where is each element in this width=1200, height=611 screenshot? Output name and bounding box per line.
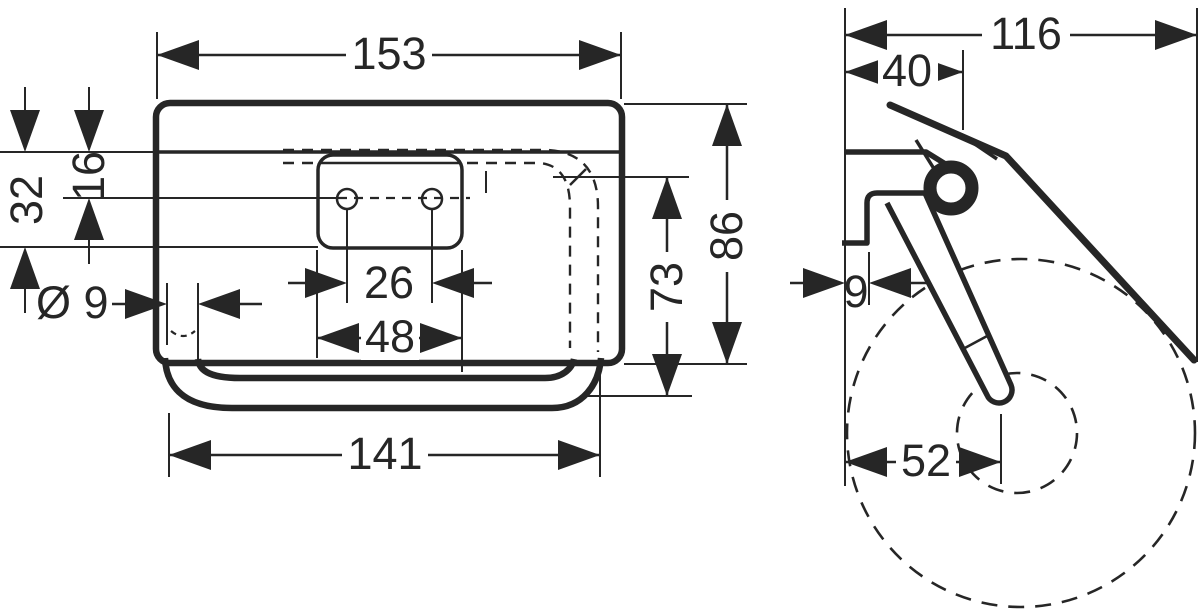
hinge-clamp-left <box>914 139 938 173</box>
arrowhead <box>712 104 742 146</box>
side-view: 116 40 <box>790 8 1198 609</box>
arrowhead <box>845 20 887 50</box>
arrowhead <box>10 247 40 289</box>
arrowhead <box>959 447 1001 477</box>
roll-bar-inner-edge <box>194 358 578 382</box>
arrowhead <box>869 268 911 298</box>
dim-label-52: 52 <box>901 435 951 486</box>
arrowhead <box>317 323 359 353</box>
dim-label-153: 153 <box>351 28 426 79</box>
roll-bar-outer-edge <box>161 357 605 412</box>
paper-roll-outline <box>845 257 1197 609</box>
dim-width-bottom: 141 <box>168 366 601 479</box>
dim-wall-clearance: 9 <box>790 252 931 317</box>
arrowhead <box>74 198 104 240</box>
arrowhead <box>845 447 887 477</box>
hinge-clamp-right <box>962 134 998 161</box>
dim-width-top: 153 <box>156 28 622 99</box>
holder-body-outline <box>152 99 626 367</box>
hidden-bar-arc <box>170 330 196 338</box>
bracket-under-edge <box>842 190 937 246</box>
dim-bracket-depth: 40 <box>845 45 963 96</box>
arrowhead <box>579 40 621 70</box>
dim-label-32: 32 <box>1 175 52 225</box>
bracket-top-edge <box>845 149 949 168</box>
dim-bar-diameter: Ø 9 <box>36 277 262 367</box>
arrowhead <box>803 268 845 298</box>
arrowhead <box>652 177 682 219</box>
arrowhead <box>432 268 474 298</box>
dim-label-26: 26 <box>364 257 414 308</box>
arrowhead <box>198 289 240 319</box>
front-view: 153 32 16 Ø 9 <box>0 28 752 479</box>
dim-label-141: 141 <box>347 428 422 479</box>
hinge-pin <box>923 160 979 216</box>
arrowhead <box>845 57 887 87</box>
dim-label-73: 73 <box>641 262 692 312</box>
arrowhead <box>74 110 104 152</box>
dim-hole-spacing: 26 <box>288 257 492 308</box>
arrowhead <box>305 268 347 298</box>
arrowhead <box>125 289 167 319</box>
arm-joint-line <box>962 333 990 351</box>
arrowhead <box>420 323 462 353</box>
dim-roll-center: 52 <box>845 414 1002 486</box>
arrowhead <box>10 110 40 152</box>
dim-label-48: 48 <box>365 311 415 362</box>
paper-roll-core <box>955 371 1079 495</box>
hidden-lid-outer <box>283 148 600 352</box>
arrowhead <box>712 322 742 364</box>
dim-hole-offset: 16 <box>63 87 114 264</box>
dim-total-height: 86 <box>624 103 752 365</box>
dim-label-40: 40 <box>882 45 932 96</box>
arrowhead <box>1155 20 1197 50</box>
arrowhead <box>558 440 600 470</box>
cover-lid-profile <box>886 101 1198 364</box>
arrowhead <box>157 40 199 70</box>
hidden-lid-inner <box>467 161 572 348</box>
dim-label-9: 9 <box>843 266 868 317</box>
arrowhead <box>652 354 682 396</box>
dim-label-116: 116 <box>990 8 1062 59</box>
roll-holder-arm <box>884 191 1015 406</box>
dim-bracket-height: 32 <box>1 87 52 313</box>
arrowhead <box>169 440 211 470</box>
dim-label-86: 86 <box>701 211 752 261</box>
mounting-plate <box>316 153 464 250</box>
dim-label-16: 16 <box>63 151 114 201</box>
dim-label-diameter-9: Ø 9 <box>36 277 109 328</box>
dim-total-depth: 116 <box>845 8 1197 59</box>
dim-plate-width: 48 <box>316 250 463 372</box>
dim-inner-height: 73 <box>553 168 692 397</box>
